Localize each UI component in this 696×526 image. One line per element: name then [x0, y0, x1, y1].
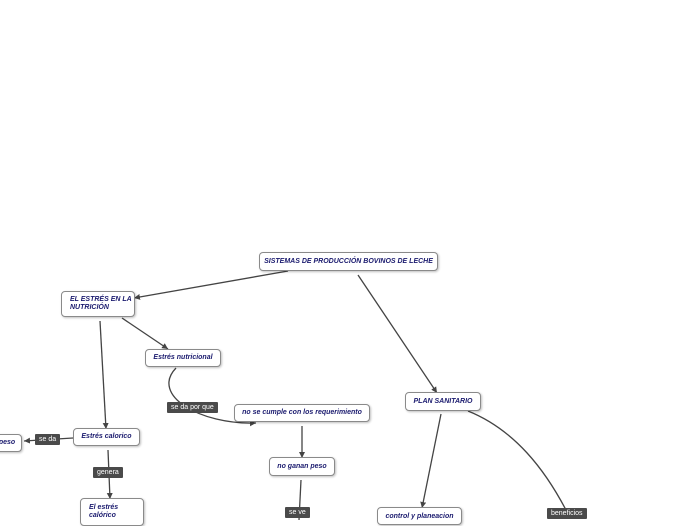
- label-beneficios: beneficios: [547, 508, 587, 519]
- edge-root-to-estres-nutricion: [133, 270, 289, 300]
- label-se-da-por-que: se da por que: [167, 402, 218, 413]
- edge-estres-nutricion-to-estres-calorico: [99, 320, 109, 430]
- edge-estres-nutricion-to-estres-nutricional: [121, 317, 169, 350]
- edge-root-to-plan-sanitario: [357, 274, 438, 394]
- node-no-ganan-peso[interactable]: no ganan peso: [269, 457, 335, 476]
- node-control-y-planeacion[interactable]: control y planeacion: [377, 507, 462, 525]
- node-estres-calorico[interactable]: Estrés calorico: [73, 428, 140, 446]
- node-estres-nutricional[interactable]: Estrés nutricional: [145, 349, 221, 367]
- node-no-cumple-requerimiento[interactable]: no se cumple con los requerimiento: [234, 404, 370, 422]
- node-estres-en-la-nutricion[interactable]: EL ESTRÉS EN LA NUTRICIÓN: [61, 291, 135, 317]
- label-se-da: se da: [35, 434, 61, 445]
- node-peso[interactable]: peso: [0, 434, 22, 452]
- label-genera: genera: [93, 467, 123, 478]
- node-sistemas-produccion[interactable]: SISTEMAS DE PRODUCCIÓN BOVINOS DE LECHE: [259, 252, 438, 271]
- label-se-ve: se ve: [285, 507, 310, 518]
- edge-plan-sanitario-to-beneficios: [467, 410, 567, 511]
- edge-plan-sanitario-to-control: [420, 413, 442, 509]
- node-el-estres-calorico[interactable]: El estrés calórico: [80, 498, 144, 526]
- node-plan-sanitario[interactable]: PLAN SANITARIO: [405, 392, 481, 411]
